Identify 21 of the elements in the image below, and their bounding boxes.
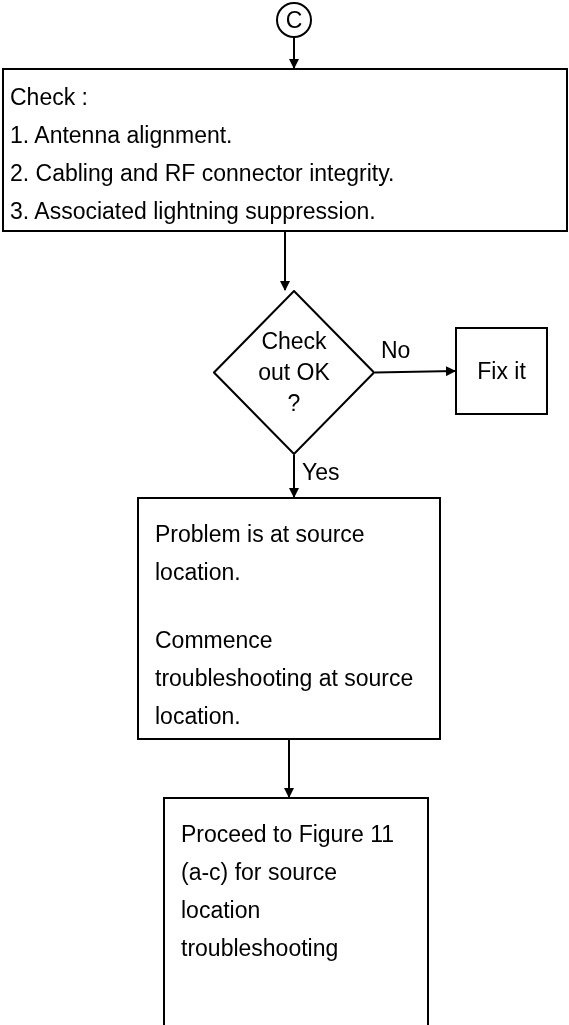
process-box: [455, 327, 548, 415]
process-box: [163, 797, 429, 1025]
node-text: 3. Associated lightning suppression.: [10, 197, 377, 226]
process-box: [137, 497, 441, 740]
node-text: 2. Cabling and RF connector integrity.: [10, 159, 396, 188]
process-box: [2, 68, 568, 232]
arrow: [374, 366, 456, 377]
node-text: 1. Antenna alignment.: [10, 121, 234, 150]
node-text: Fix it: [476, 357, 527, 386]
node-text: Proceed to Figure 11 (a-c) for source location troubleshooting: [181, 820, 396, 963]
node-text: Commence troubleshooting at source location.: [155, 626, 415, 731]
arrow: [280, 231, 290, 291]
node-text: Check :: [10, 83, 89, 112]
decision-diamond: [213, 290, 375, 455]
arrow: [289, 454, 299, 498]
connector-circle: [276, 2, 312, 38]
arrow: [289, 37, 299, 69]
arrow: [284, 739, 294, 798]
node-text: Problem is at source location.: [155, 520, 366, 587]
node-text: Check out OK ?: [257, 327, 331, 418]
node-text: C: [285, 8, 303, 32]
